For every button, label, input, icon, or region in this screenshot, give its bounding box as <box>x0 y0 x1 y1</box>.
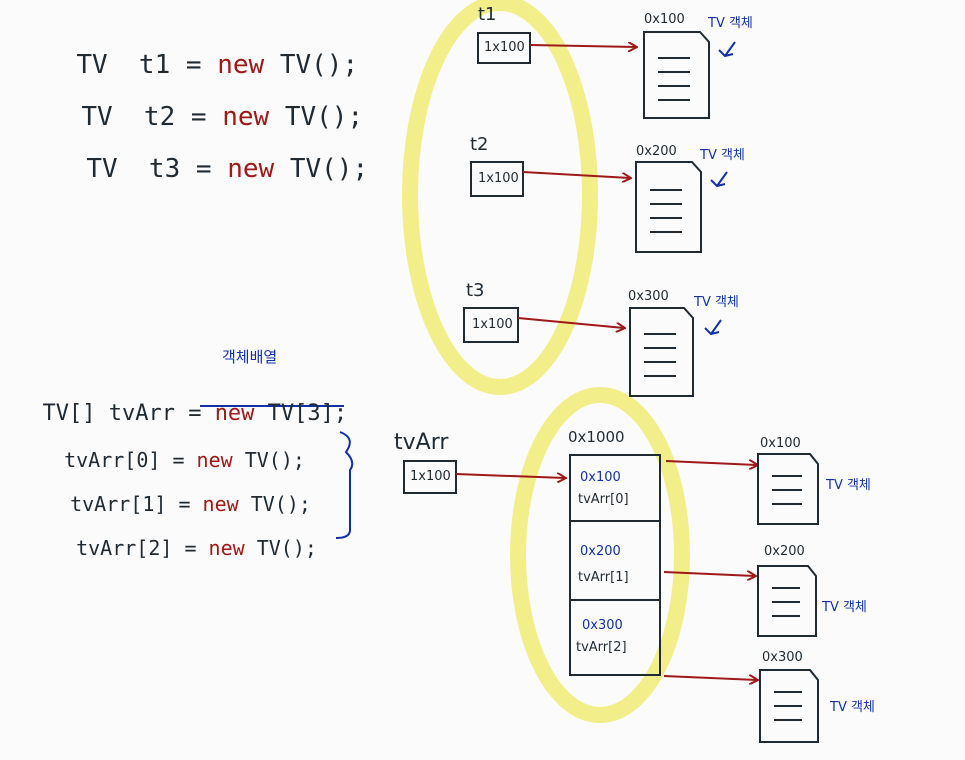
array-cell-0-label: tvArr[0] <box>578 492 629 507</box>
ref-value-t2: 1x100 <box>478 171 519 186</box>
ref-value-t3: 1x100 <box>472 317 513 332</box>
highlight-oval-bottom <box>510 387 690 723</box>
array-object-icon-2 <box>757 565 817 637</box>
code-text: TV t1 = <box>76 50 218 80</box>
addr-label-1: 0x100 <box>644 12 685 27</box>
tv-object-icon-1 <box>643 31 710 119</box>
tv-note-2: TV 객체 <box>700 148 745 163</box>
array-object-icon-1 <box>757 453 819 525</box>
code-text: TV(); <box>238 492 311 516</box>
ref-box-t1 <box>477 32 531 64</box>
code-text: TV(); <box>274 154 369 184</box>
keyword-new: new <box>227 154 275 184</box>
code-brace <box>335 431 354 539</box>
array-object-addr-3: 0x300 <box>762 650 803 665</box>
arrow-cell-0 <box>665 461 757 465</box>
array-cell-2-label: tvArr[2] <box>576 640 627 655</box>
code-line-array-decl: TV[] tvArr = new TV[3]; <box>16 376 348 426</box>
array-block <box>569 454 661 676</box>
array-cell-1-label: tvArr[1] <box>578 570 629 585</box>
keyword-new: new <box>208 536 245 560</box>
array-object-addr-1: 0x100 <box>760 436 801 451</box>
code-text: TV(); <box>264 50 359 80</box>
tv-note-1: TV 객체 <box>708 16 753 31</box>
array-cell-1-addr: 0x200 <box>580 544 621 559</box>
tv-object-icon-3 <box>629 307 694 397</box>
array-object-note-2: TV 객체 <box>822 600 867 615</box>
var-label-tvArr: tvArr <box>394 430 449 455</box>
ref-box-t3 <box>463 307 519 343</box>
note-arrow-3 <box>704 319 722 336</box>
code-text: TV t3 = <box>86 154 228 184</box>
code-line-t1: TV t1 = new TV(); <box>45 20 358 80</box>
code-text: tvArr[0] = <box>64 448 197 472</box>
keyword-new: new <box>196 448 233 472</box>
keyword-new: new <box>217 50 265 80</box>
array-cell-0-addr: 0x100 <box>580 470 621 485</box>
array-object-icon-3 <box>759 669 819 743</box>
array-object-addr-2: 0x200 <box>764 544 805 559</box>
code-line-array-2: tvArr[2] = new TV(); <box>52 512 317 560</box>
keyword-new: new <box>214 401 255 426</box>
ref-value-t1: 1x100 <box>484 40 525 55</box>
code-text: TV(); <box>244 536 317 560</box>
arrow-cell-1 <box>663 572 755 576</box>
code-text: TV[] tvArr = <box>42 401 215 426</box>
code-line-t2: TV t2 = new TV(); <box>50 72 363 132</box>
addr-label-2: 0x200 <box>636 144 677 159</box>
arrow-cell-2 <box>663 676 757 680</box>
highlight-oval-top <box>402 0 598 395</box>
var-label-t1: t1 <box>478 4 497 25</box>
tv-note-3: TV 객체 <box>694 295 739 310</box>
code-line-array-1: tvArr[1] = new TV(); <box>46 468 311 516</box>
code-text: tvArr[1] = <box>70 492 203 516</box>
array-note: 객체배열 <box>222 348 278 366</box>
note-arrow-1 <box>718 41 736 58</box>
note-arrow-2 <box>710 171 728 188</box>
arrow-tvArr <box>455 474 565 478</box>
code-text: TV(); <box>269 102 364 132</box>
addr-label-3: 0x300 <box>628 289 669 304</box>
keyword-new: new <box>202 492 239 516</box>
code-text: TV t2 = <box>81 102 223 132</box>
keyword-new: new <box>222 102 270 132</box>
var-label-t3: t3 <box>466 280 485 301</box>
code-text: TV[3]; <box>254 401 348 426</box>
code-line-array-0: tvArr[0] = new TV(); <box>40 424 305 472</box>
code-line-t3: TV t3 = new TV(); <box>55 124 368 184</box>
arrow-t1 <box>529 45 636 47</box>
ref-box-tvArr <box>403 460 457 494</box>
array-object-note-1: TV 객체 <box>826 478 871 493</box>
code-text: tvArr[2] = <box>76 536 209 560</box>
ref-box-t2 <box>470 161 524 197</box>
array-object-note-3: TV 객체 <box>830 700 875 715</box>
ref-value-tvArr: 1x100 <box>410 469 451 484</box>
array-addr-label: 0x1000 <box>568 428 625 446</box>
code-text: TV(); <box>232 448 305 472</box>
var-label-t2: t2 <box>470 134 489 155</box>
arrow-t2 <box>522 171 630 178</box>
tv-object-icon-2 <box>635 161 702 253</box>
arrow-t3 <box>517 317 624 328</box>
array-cell-2-addr: 0x300 <box>582 618 623 633</box>
